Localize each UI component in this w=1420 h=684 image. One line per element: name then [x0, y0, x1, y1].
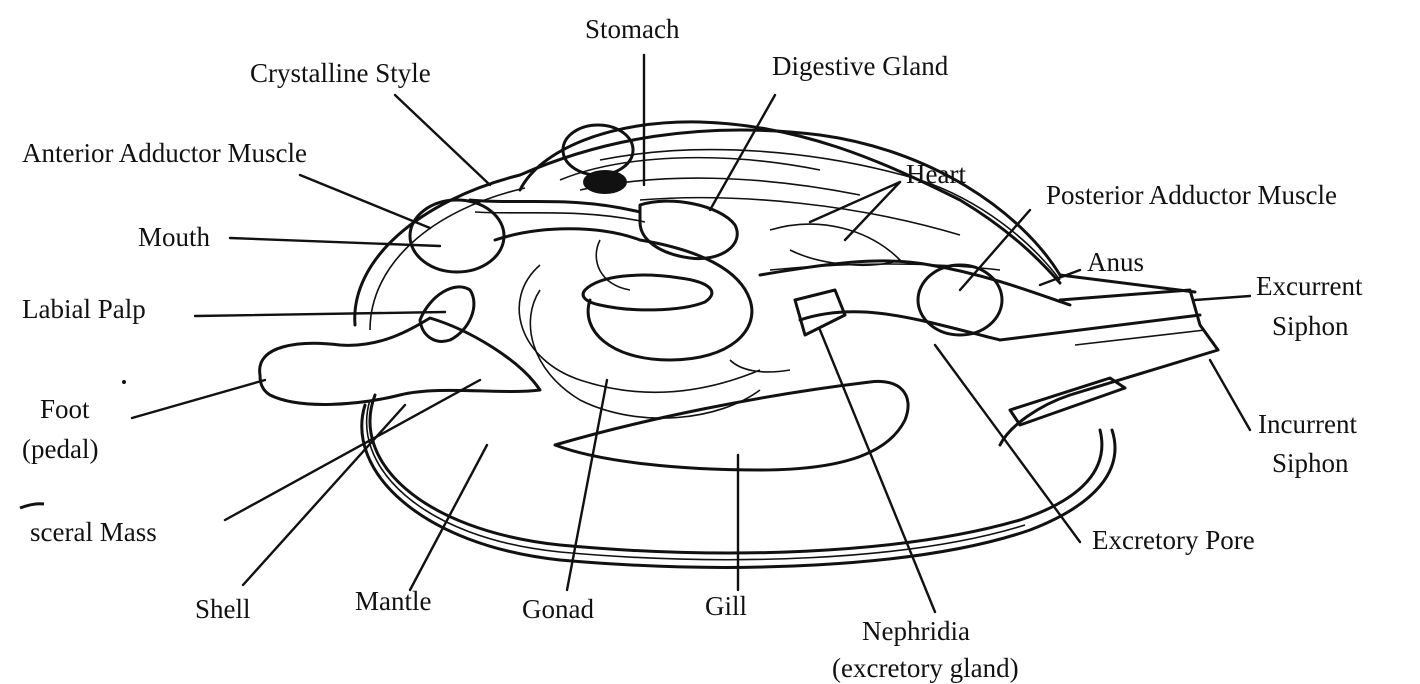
- label-excretory-pore: Excretory Pore: [1092, 525, 1255, 555]
- label-digestive-gland: Digestive Gland: [772, 51, 949, 81]
- label-anterior-adductor: Anterior Adductor Muscle: [22, 138, 307, 168]
- label-excurrent-siphon: Siphon: [1272, 311, 1349, 341]
- label-anus: Anus: [1087, 247, 1144, 277]
- foot-shape: [260, 318, 540, 404]
- label-incurrent: Incurrent: [1258, 409, 1357, 439]
- label-posterior-adductor: Posterior Adductor Muscle: [1046, 180, 1337, 210]
- label-labial-palp: Labial Palp: [22, 294, 146, 324]
- mantle-outline: [355, 130, 1195, 325]
- label-shell: Shell: [195, 594, 251, 624]
- posterior-adductor-shape: [918, 265, 1002, 335]
- anterior-adductor-shape: [410, 200, 504, 272]
- scan-dot: [122, 380, 126, 384]
- label-visceral-mass: sceral Mass: [30, 517, 157, 547]
- label-mouth: Mouth: [138, 222, 211, 252]
- label-crystalline-style: Crystalline Style: [250, 58, 431, 88]
- label-gonad: Gonad: [522, 594, 594, 624]
- label-incurrent-siphon: Siphon: [1272, 448, 1349, 478]
- label-nephridia: Nephridia: [862, 616, 970, 646]
- label-heart: Heart: [906, 159, 966, 189]
- label-gill: Gill: [705, 591, 747, 621]
- digestive-gland-shape: [640, 201, 737, 259]
- label-foot-pedal: (pedal): [22, 434, 98, 464]
- label-foot: Foot: [40, 394, 90, 424]
- gill-shape: [555, 381, 908, 470]
- labels: Stomach Crystalline Style Digestive Glan…: [22, 14, 1363, 683]
- label-mantle: Mantle: [355, 586, 431, 616]
- scan-mark: [20, 504, 44, 508]
- label-stomach: Stomach: [585, 14, 680, 44]
- label-excurrent: Excurrent: [1256, 271, 1363, 301]
- label-nephridia-sub: (excretory gland): [832, 653, 1019, 683]
- shell-outline: [370, 395, 1102, 553]
